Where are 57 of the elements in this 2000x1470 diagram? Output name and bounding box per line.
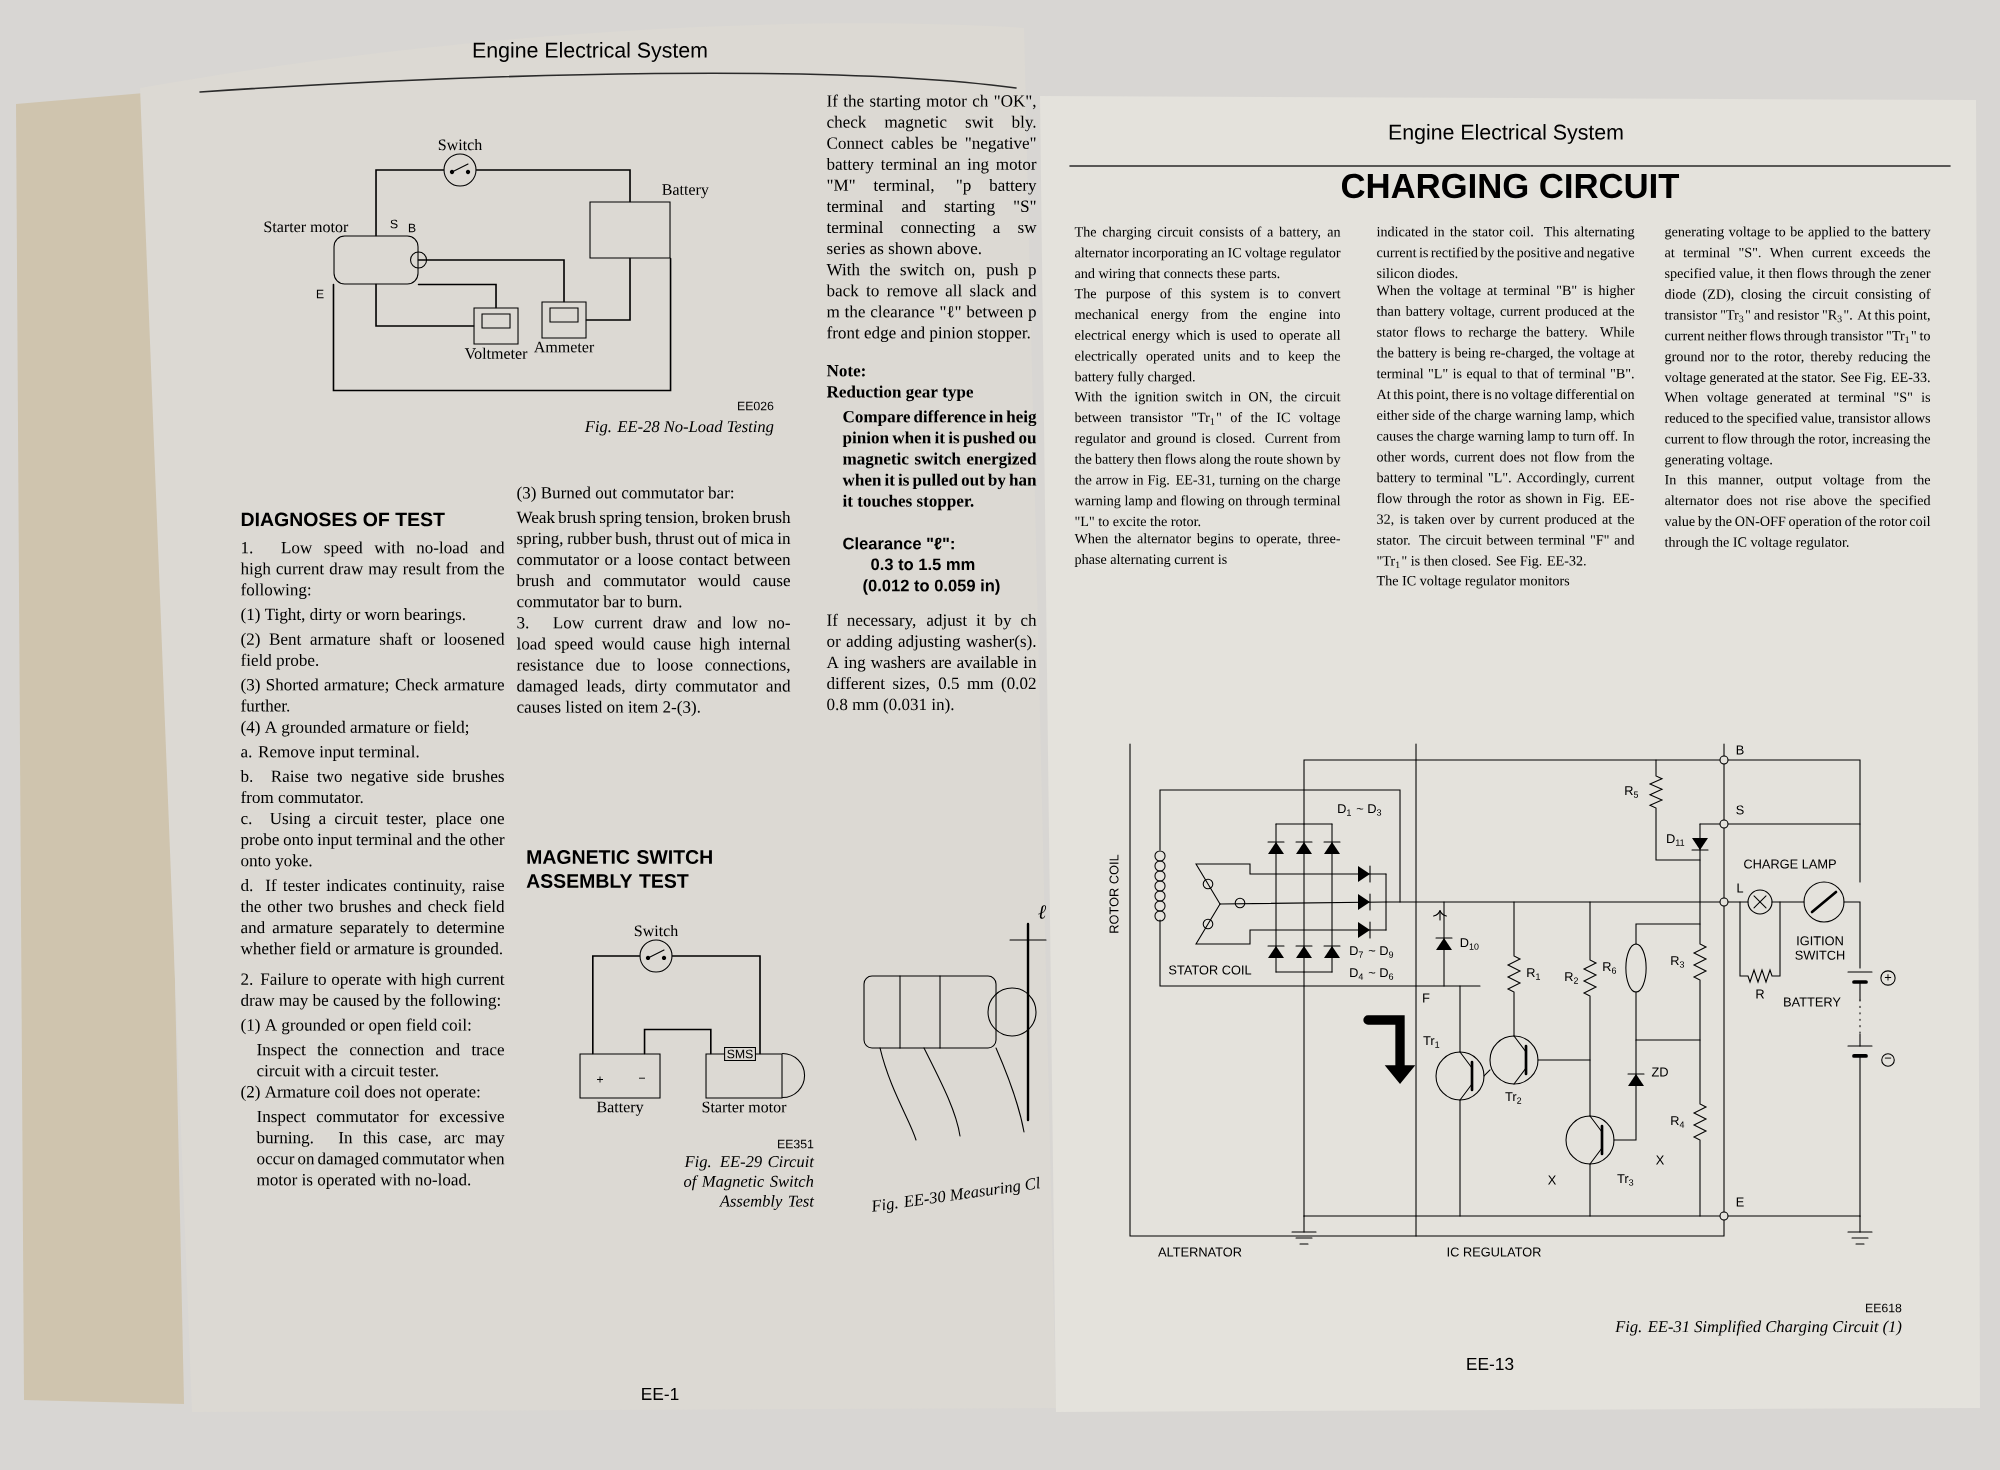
wire [592, 955, 641, 1055]
paragraph: a. Remove input terminal. [241, 745, 419, 761]
paragraph: (2) Armature coil does not operate: [241, 1085, 480, 1102]
meter-box: Ammeter [533, 301, 595, 353]
paragraph: Inspect commutator for excessive burning. In this case, arc may occur on damaged commutator when motor is operated with no-load. [256, 1110, 505, 1189]
section-heading: DIAGNOSES OF TEST [241, 512, 445, 527]
wire [585, 257, 631, 321]
wire [475, 169, 631, 203]
paragraph: (2) Bent armature shaft or loosened field probe. [241, 632, 505, 670]
node-label: Starter motor [702, 1101, 787, 1113]
paragraph: (1) Tight, dirty or worn bearings. [241, 608, 465, 624]
running-header: Engine Electrical System [473, 42, 707, 62]
wire [417, 259, 565, 303]
page-number: EE-13 [1467, 1357, 1514, 1371]
wire [671, 955, 761, 1055]
paragraph: Note: [826, 365, 865, 377]
paragraph: (4) A grounded armature or field; [241, 720, 469, 737]
paragraph: 1. Low speed with no-load and high current draw may result from the following: [240, 541, 505, 600]
battery-box: Battery [589, 184, 709, 259]
paragraph: (3) Burned out commutator bar: [517, 486, 734, 502]
paragraph: With the switch on, push p back to remove all slack and m the clearance "ℓ" between p front edge and pinion stopper. [826, 263, 1037, 343]
wire [417, 283, 497, 309]
paragraph: 2. Failure to operate with high current draw may be caused by the following: [241, 972, 505, 1010]
paragraph: Inspect the connection and trace circuit with a circuit tester. [257, 1043, 504, 1077]
paragraph: (1) A grounded or open field coil: [241, 1018, 471, 1035]
wire [375, 169, 445, 237]
running-header: Engine Electrical System [1389, 124, 1623, 144]
paragraph: (3) Shorted armature; Check armature further. [241, 678, 504, 712]
wire [643, 1028, 712, 1055]
figure-caption: Fig. EE-31 Simplified Charging Circuit (1) [1615, 1320, 1902, 1336]
paragraph: 3. Low current draw and low no-load speed would cause high internal resistance due to loose connections, damaged leads, dirty commutator and causes listed on item 2-(3). [516, 616, 791, 717]
paragraph: Weak brush spring tension, broken brush spring, rubber bush, thrust out of mica in commutator or a loose contact between brush and commutator would cause commutator bar to burn. [516, 511, 791, 608]
node-label: Ammeter [533, 341, 595, 353]
figure-caption: Fig. EE-30 Measuring Cl [872, 1176, 1040, 1213]
paragraph: Compare difference in heig pinion when it is pushed ou magnetic switch energized when it is pulled out by han it touches stopper. [842, 410, 1037, 511]
paragraph: If necessary, adjust it by ch or adding adjusting washer(s). A ing washers are available in different sizes, 0.5 mm (0.02 0.8 mm (0.031 in). [826, 613, 1037, 714]
page-number: EE-1 [642, 1388, 679, 1400]
figure-caption: Fig. EE-29 Circuit of Magnetic Switch Assembly Test [684, 1156, 815, 1211]
section-heading: MAGNETIC SWITCH ASSEMBLY TEST [526, 850, 712, 888]
paragraph: 0.3 to 1.5 mm [871, 558, 975, 571]
node-label: Voltmeter [464, 347, 528, 360]
wire [332, 257, 672, 392]
node-label: Starter motor [264, 221, 349, 233]
paragraph: Clearance "ℓ": [843, 537, 954, 550]
figure-caption: Fig. EE-28 No-Load Testing [584, 420, 774, 436]
dimension-label: ℓ [1038, 905, 1047, 919]
page-title: CHARGING CIRCUIT [1341, 173, 1680, 199]
wire [375, 283, 475, 327]
paragraph: (0.012 to 0.059 in) [863, 579, 1000, 595]
paragraph: d. If tester indicates continuity, raise the other two brushes and check field and armature separately to determine whether field or armature is grounded. [240, 878, 505, 958]
paragraph: b. Raise two negative side brushes from commutator. [240, 770, 504, 804]
paragraph: If the starting motor ch "OK", check magnetic swit bly. Connect cables be "negative" battery terminal an ing motor "M" terminal, "p battery terminal and starting "S" terminal connecting a sw series as shown above. [826, 94, 1037, 255]
node-label: Battery [662, 184, 709, 199]
paragraph: c. Using a circuit tester, place one probe onto input terminal and the other onto yoke. [240, 812, 505, 870]
meter-box: Voltmeter [464, 307, 528, 360]
node-label: Battery [596, 1101, 644, 1116]
paragraph: Reduction gear type [826, 385, 974, 402]
